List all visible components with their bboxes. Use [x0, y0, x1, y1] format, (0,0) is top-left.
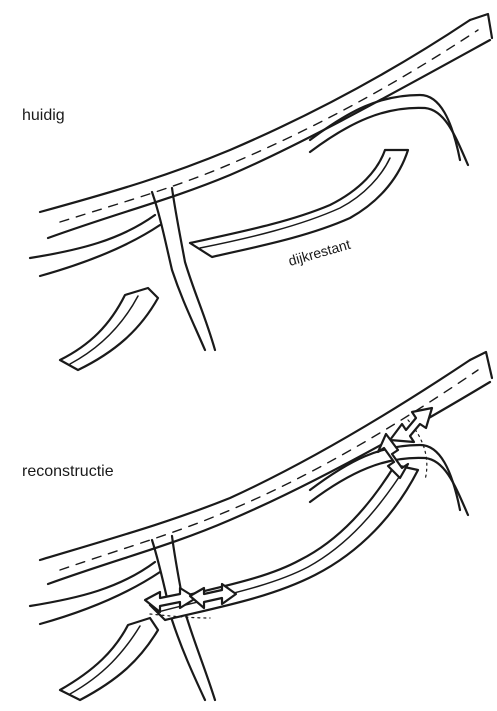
dike-road-current	[40, 14, 492, 238]
dike-reconstructed	[60, 420, 427, 700]
label-current: huidig	[22, 107, 65, 124]
label-reconstruction: reconstructie	[22, 463, 114, 480]
side-channel-reconstruction	[30, 536, 215, 700]
label-remnant: dijkrestant	[286, 236, 352, 269]
dike-remnant-current	[190, 150, 408, 257]
arrow-connection-top	[390, 408, 432, 442]
panel-reconstruction: reconstructie	[22, 352, 492, 700]
remnant-piece-current	[60, 288, 158, 370]
panel-current: huidig dijkrestant	[22, 14, 492, 370]
